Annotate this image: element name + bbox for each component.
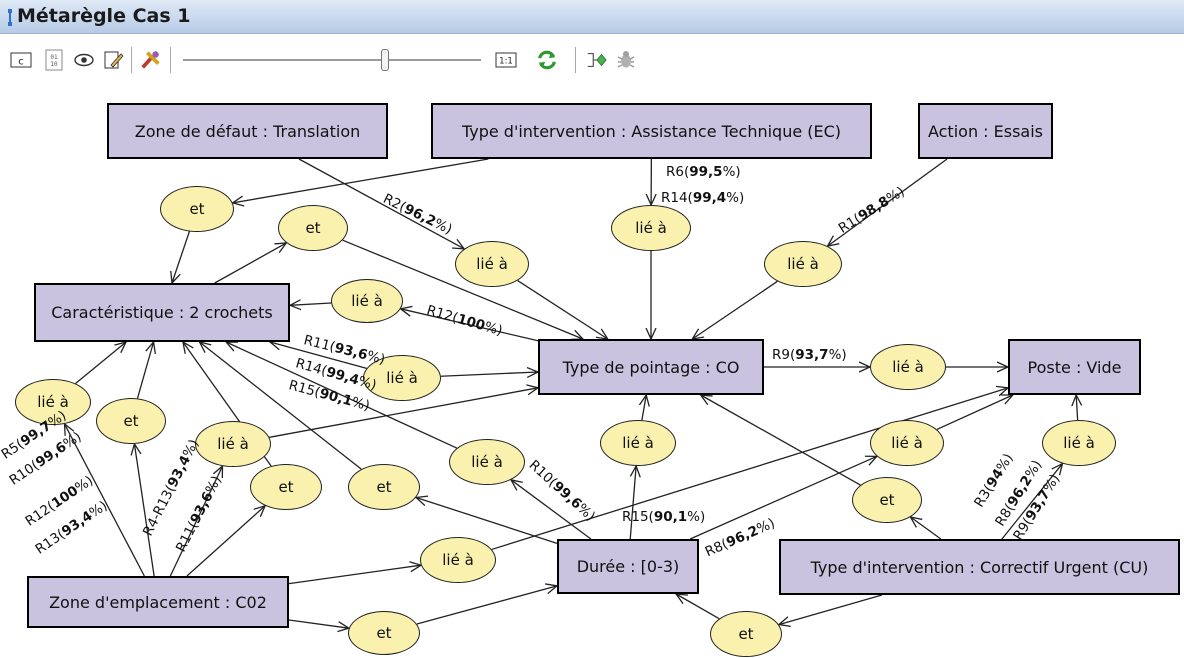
edge-lie8-to-type_pointage: [269, 388, 538, 438]
connector-lie13[interactable]: lié à: [420, 537, 496, 583]
edge-zone_defaut-to-lie1: [298, 158, 464, 249]
connector-et7[interactable]: et: [348, 611, 420, 655]
edge-type_correctif-to-et8: [779, 594, 883, 625]
edge-zone_empl-to-lie13: [288, 565, 421, 585]
toolbar-separator: [131, 47, 132, 73]
connector-lie6[interactable]: lié à: [870, 344, 946, 390]
connector-et4[interactable]: et: [250, 464, 322, 510]
zoom-slider-thumb[interactable]: [381, 49, 389, 71]
zoom-slider[interactable]: [183, 59, 481, 61]
edge-lie11-to-poste: [936, 395, 1013, 431]
connector-lie8[interactable]: lié à: [195, 421, 271, 467]
node-type-correctif[interactable]: Type d'intervention : Correctif Urgent (…: [779, 539, 1180, 595]
edge-zone_empl-to-et3: [134, 444, 155, 577]
edge-type_correctif-to-lie12: [1001, 464, 1063, 540]
edge-action-to-lie3: [828, 158, 948, 246]
layout-icon[interactable]: [585, 49, 607, 71]
connector-lie11[interactable]: lié à: [870, 420, 944, 466]
svg-text:1:1: 1:1: [499, 57, 513, 67]
edge-lie5-to-type_pointage: [440, 372, 538, 376]
connector-lie12[interactable]: lié à: [1042, 420, 1116, 466]
rule-label-r6: R6(99,5%): [666, 164, 741, 180]
connector-lie5[interactable]: lié à: [363, 355, 441, 401]
connector-lie2[interactable]: lié à: [611, 205, 691, 251]
edge-zone_empl-to-lie7: [65, 424, 145, 577]
connector-lie1[interactable]: lié à: [455, 241, 529, 287]
edge-lie9-to-caract: [226, 342, 458, 449]
edge-lie7-to-caract: [75, 342, 127, 384]
connector-lie7[interactable]: lié à: [15, 379, 91, 425]
refresh-icon[interactable]: [536, 49, 558, 71]
toolbar-separator: [575, 47, 576, 73]
node-type-pointage[interactable]: Type de pointage : CO: [538, 339, 764, 395]
edge-zone_empl-to-et4: [186, 506, 265, 577]
c-box-icon[interactable]: c: [10, 49, 32, 71]
connector-lie4[interactable]: lié à: [331, 279, 403, 323]
rule-label-r14a: R14(99,4%): [661, 190, 745, 206]
tools-icon[interactable]: [140, 49, 162, 71]
edge-lie10-to-type_pointage: [642, 395, 646, 421]
edge-duree-to-et5: [416, 497, 558, 544]
connector-et6[interactable]: et: [852, 477, 922, 523]
edge-lie13-to-poste: [491, 388, 1008, 551]
node-duree[interactable]: Durée : [0-3): [557, 539, 699, 594]
connector-et8[interactable]: et: [710, 611, 782, 657]
connector-lie10[interactable]: lié à: [600, 420, 676, 466]
edge-duree-to-lie9: [511, 480, 592, 540]
node-action[interactable]: Action : Essais: [918, 103, 1053, 159]
edge-et2-to-type_pointage: [342, 239, 583, 339]
edge-lie12-to-poste: [1076, 395, 1077, 421]
edge-type_correctif-to-et6: [911, 517, 942, 540]
edge-type_assist-to-et1: [233, 158, 489, 203]
svg-text:01: 01: [50, 54, 58, 61]
edge-duree-to-lie10: [629, 466, 636, 540]
edge-type_pointage-to-lie4: [401, 309, 539, 342]
diagram-icon: [8, 9, 12, 26]
edge-zone_empl-to-lie8: [169, 466, 222, 577]
edge-et8-to-duree: [676, 594, 720, 620]
node-zone-defaut[interactable]: Zone de défaut : Translation: [107, 103, 388, 159]
connector-et1[interactable]: et: [160, 186, 234, 232]
connector-et5[interactable]: et: [348, 464, 420, 510]
connector-et2[interactable]: et: [278, 205, 348, 251]
svg-text:10: 10: [50, 61, 58, 68]
edge-caract-to-et2: [214, 243, 287, 284]
node-zone-empl[interactable]: Zone d'emplacement : C02: [27, 576, 289, 628]
window-title: Métarègle Cas 1: [17, 5, 191, 27]
zoom-1to1-icon[interactable]: 1:1: [495, 49, 517, 71]
bug-icon[interactable]: [615, 49, 637, 71]
toolbar-separator: [170, 47, 171, 73]
eye-icon[interactable]: [73, 49, 95, 71]
edge-lie1-to-type_pointage: [517, 280, 608, 339]
edge-et3-to-caract: [136, 342, 153, 399]
connector-lie9[interactable]: lié à: [449, 439, 525, 485]
edge-lie4-to-caract: [290, 303, 332, 305]
svg-text:c: c: [18, 57, 24, 68]
edge-et7-to-duree: [416, 586, 557, 625]
connector-et3[interactable]: et: [96, 398, 166, 444]
node-caract[interactable]: Caractéristique : 2 crochets: [34, 283, 290, 342]
edit-icon[interactable]: [103, 49, 125, 71]
edge-lie3-to-type_pointage: [692, 280, 778, 339]
node-poste[interactable]: Poste : Vide: [1008, 339, 1141, 395]
window-titlebar: Métarègle Cas 1: [0, 0, 1184, 34]
rule-label-r9a: R9(93,7%): [772, 347, 847, 363]
node-type-assist[interactable]: Type d'intervention : Assistance Techniq…: [431, 103, 872, 159]
rule-label-r15b: R15(90,1%): [622, 509, 706, 525]
connector-lie3[interactable]: lié à: [764, 241, 842, 287]
edge-et1-to-caract: [172, 231, 191, 283]
edge-zone_empl-to-et7: [288, 619, 349, 628]
edge-et5-to-caract: [200, 342, 362, 470]
edge-et6-to-type_pointage: [701, 395, 861, 486]
edge-duree-to-lie11: [689, 456, 877, 540]
edge-lie5-to-caract: [270, 342, 367, 369]
